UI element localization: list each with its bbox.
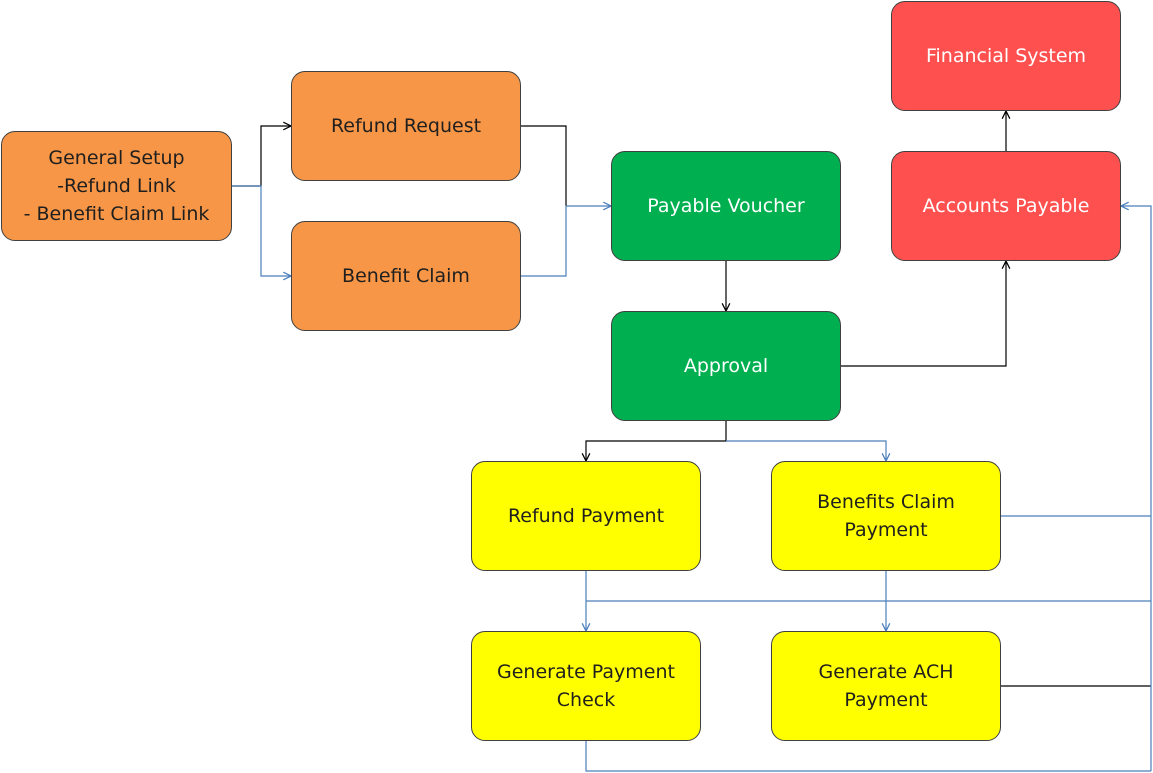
accounts-payable-node: Accounts Payable [891,151,1121,261]
benefits-claim-payment-node: Benefits Claim Payment [771,461,1001,571]
refund-payment-node: Refund Payment [471,461,701,571]
connector-approval-to-benefits-claim-payment [726,440,886,461]
connector-right-rail-to-accounts-payable [1121,206,1152,771]
connector-setup-to-refund-request [232,126,291,187]
benefit-claim-node: Benefit Claim [291,221,521,331]
connector-refund-request-to-voucher [521,125,567,206]
connector-approval-to-accounts-payable [841,261,1006,367]
generate-ach-payment-node: Generate ACH Payment [771,631,1001,741]
financial-system-node: Financial System [891,1,1121,111]
connector-benefit-claim-to-voucher [521,206,611,277]
general-setup-node: General Setup -Refund Link - Benefit Cla… [1,131,232,241]
connector-check-to-right-rail [585,741,1151,772]
approval-node: Approval [611,311,841,421]
refund-request-node: Refund Request [291,71,521,181]
connector-approval-to-refund-payment [586,421,727,461]
generate-payment-check-node: Generate Payment Check [471,631,701,741]
connector-setup-to-benefit-claim [232,185,291,276]
payable-voucher-node: Payable Voucher [611,151,841,261]
